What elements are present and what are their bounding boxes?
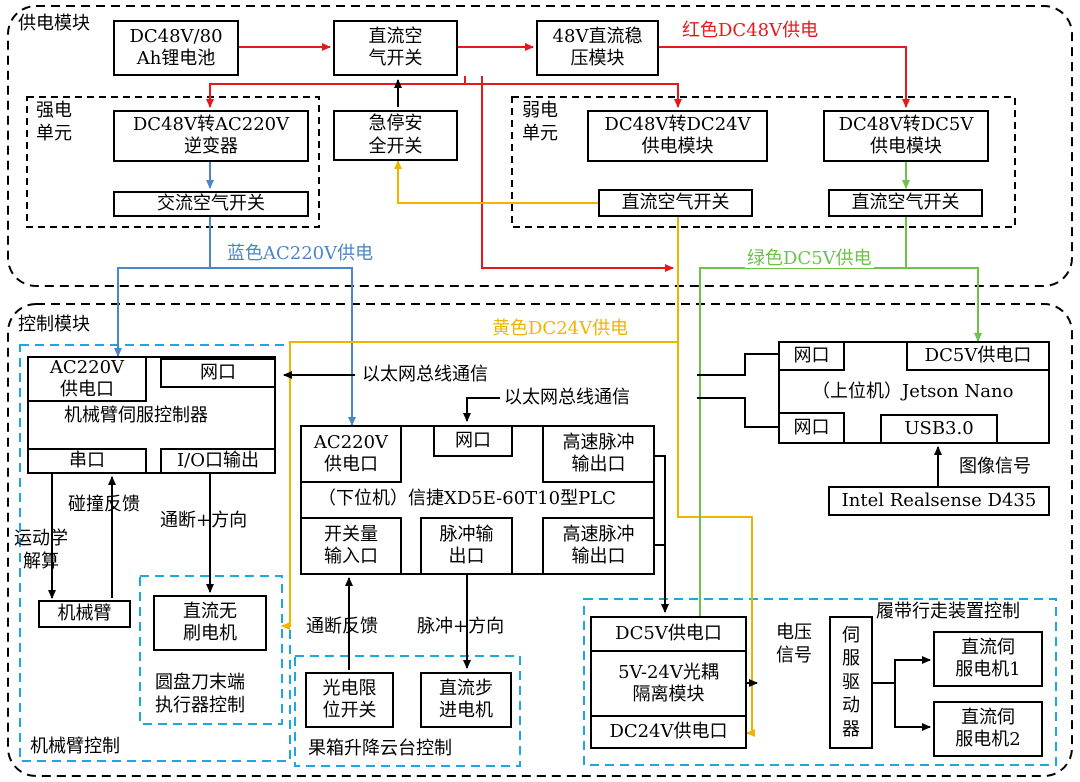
jetson-net-port-2: 网口 bbox=[778, 412, 845, 444]
gimbal-control-title: 果箱升降云台控制 bbox=[308, 738, 452, 759]
regulator-block: 48V直流稳压模块 bbox=[536, 20, 659, 76]
plc-pulse-high-1: 高速脉冲输出口 bbox=[542, 425, 655, 483]
plc-net-port: 网口 bbox=[433, 425, 513, 457]
pulse-direction-label: 脉冲+方向 bbox=[417, 616, 505, 637]
servo-driver-block: 伺服驱动器 bbox=[829, 616, 873, 749]
strong-unit-title: 强电单元 bbox=[36, 100, 72, 144]
plc-title: （下位机）信捷XD5E-60T10型PLC bbox=[318, 488, 616, 509]
image-signal-label: 图像信号 bbox=[959, 456, 1031, 477]
jetson-title: （上位机）Jetson Nano bbox=[812, 381, 1014, 402]
ethernet-label-1: 以太网总线通信 bbox=[360, 364, 490, 385]
weak-unit-title: 弱电单元 bbox=[522, 100, 558, 144]
power-module-title: 供电模块 bbox=[18, 13, 90, 34]
end-effector-label: 圆盘刀末端执行器控制 bbox=[155, 672, 245, 716]
blue-supply-label: 蓝色AC220V供电 bbox=[225, 243, 376, 264]
track-control-title: 履带行走装置控制 bbox=[876, 601, 1020, 622]
limit-switch-block: 光电限位开关 bbox=[305, 672, 394, 728]
servo-motor-2: 直流伺服电机2 bbox=[933, 701, 1043, 757]
dc-breaker-block: 直流空气开关 bbox=[333, 20, 458, 76]
red-supply-label: 红色DC48V供电 bbox=[680, 20, 821, 41]
arm-controller-title: 机械臂伺服控制器 bbox=[64, 405, 208, 426]
bldc-motor-block: 直流无刷电机 bbox=[153, 595, 267, 651]
jetson-power-port: DC5V供电口 bbox=[906, 341, 1050, 371]
red-dc48v-wires bbox=[206, 43, 910, 272]
estop-block: 急停安全开关 bbox=[333, 110, 458, 161]
jetson-net-port-1: 网口 bbox=[778, 341, 845, 371]
servo-motor-1: 直流伺服电机1 bbox=[933, 631, 1043, 687]
ethernet-label-2: 以太网总线通信 bbox=[502, 387, 632, 408]
track-dc5-port: DC5V供电口 bbox=[590, 616, 747, 652]
yellow-supply-label: 黄色DC24V供电 bbox=[490, 318, 631, 339]
jetson-usb-port: USB3.0 bbox=[880, 414, 998, 444]
voltage-signal-label: 电压信号 bbox=[776, 622, 812, 666]
isolator-module: 5V-24V光耦隔离模块 bbox=[590, 652, 747, 715]
track-dc24-port: DC24V供电口 bbox=[590, 715, 747, 749]
dc24-breaker-block: 直流空气开关 bbox=[598, 189, 753, 217]
arm-net-port: 网口 bbox=[160, 358, 276, 388]
plc-pulse-high-2: 高速脉冲输出口 bbox=[542, 517, 655, 575]
collision-feedback-label: 碰撞反馈 bbox=[68, 494, 140, 515]
dc5-breaker-block: 直流空气开关 bbox=[828, 189, 983, 217]
arm-io-output: I/O口输出 bbox=[160, 448, 276, 474]
green-supply-label: 绿色DC5V供电 bbox=[745, 248, 874, 269]
camera-block: Intel Realsense D435 bbox=[828, 486, 1050, 516]
plc-pulse-output: 脉冲输出口 bbox=[420, 517, 513, 575]
plc-switch-input: 开关量输入口 bbox=[300, 517, 402, 575]
kinematics-label: 运动学解算 bbox=[14, 528, 68, 572]
arm-control-title: 机械臂控制 bbox=[30, 736, 120, 757]
arm-serial-port: 串口 bbox=[27, 448, 147, 474]
control-module-title: 控制模块 bbox=[18, 314, 90, 335]
onoff-feedback-label: 通断反馈 bbox=[306, 616, 378, 637]
ac-breaker-block: 交流空气开关 bbox=[113, 191, 309, 217]
onoff-direction-label: 通断+方向 bbox=[160, 510, 248, 531]
robot-arm-block: 机械臂 bbox=[38, 600, 131, 628]
stepper-motor-block: 直流步进电机 bbox=[420, 672, 512, 728]
